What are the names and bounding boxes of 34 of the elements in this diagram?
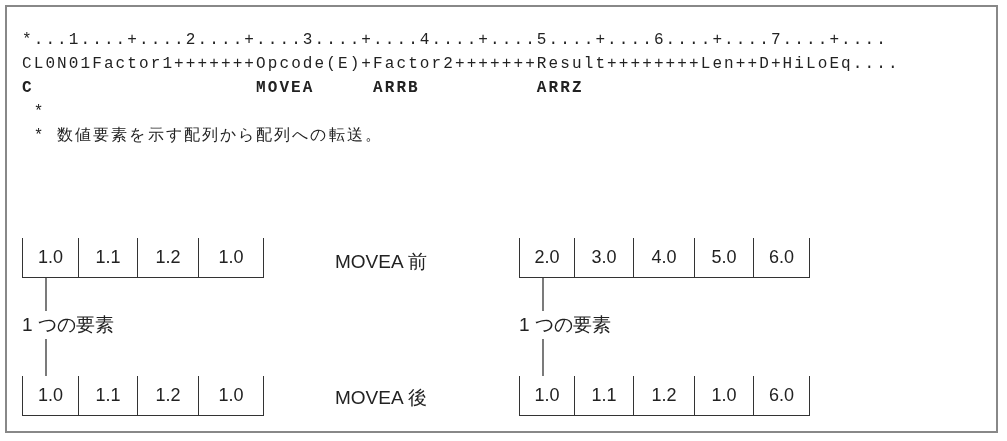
- array-cell: 4.0: [633, 238, 694, 278]
- array-cell: 1.0: [198, 376, 264, 416]
- array-cell: 1.2: [137, 238, 198, 278]
- array-cell: 6.0: [753, 376, 810, 416]
- leader-line: [542, 277, 544, 312]
- array-cell: 1.2: [633, 376, 694, 416]
- code-keyword: C: [22, 78, 34, 98]
- array-caption: MOVEA 後: [335, 386, 427, 410]
- array-cell: 1.1: [574, 376, 633, 416]
- array-cell: 5.0: [694, 238, 753, 278]
- array-cell: 3.0: [574, 238, 633, 278]
- array-cell: 6.0: [753, 238, 810, 278]
- leader-line: [45, 338, 47, 377]
- element-label: 1 つの要素: [22, 313, 114, 337]
- comment-line: * 数値要素を示す配列から配列への転送。: [33, 126, 383, 146]
- array-cell: 1.1: [78, 376, 137, 416]
- element-label: 1 つの要素: [519, 313, 611, 337]
- code-header-line: CL0N01Factor1+++++++Opcode(E)+Factor2+++++++Result++++++++Len++D+HiLoEq....: [22, 54, 900, 74]
- ruler-line: *...1....+....2....+....3....+....4....+....5....+....6....+....7....+....: [22, 30, 888, 50]
- array-cell: 1.2: [137, 376, 198, 416]
- array-cell: 1.0: [22, 376, 78, 416]
- code-keyword: MOVEA: [256, 78, 315, 98]
- comment-line: *: [33, 102, 46, 122]
- code-keyword: ARRZ: [536, 78, 584, 98]
- leader-line: [542, 338, 544, 377]
- array-cell: 2.0: [519, 238, 574, 278]
- leader-line: [45, 277, 47, 312]
- array-caption: MOVEA 前: [335, 250, 427, 274]
- array-cell: 1.0: [694, 376, 753, 416]
- array-cell: 1.0: [22, 238, 78, 278]
- array-cell: 1.0: [198, 238, 264, 278]
- array-cell: 1.1: [78, 238, 137, 278]
- code-keyword: ARRB: [373, 78, 420, 98]
- array-cell: 1.0: [519, 376, 574, 416]
